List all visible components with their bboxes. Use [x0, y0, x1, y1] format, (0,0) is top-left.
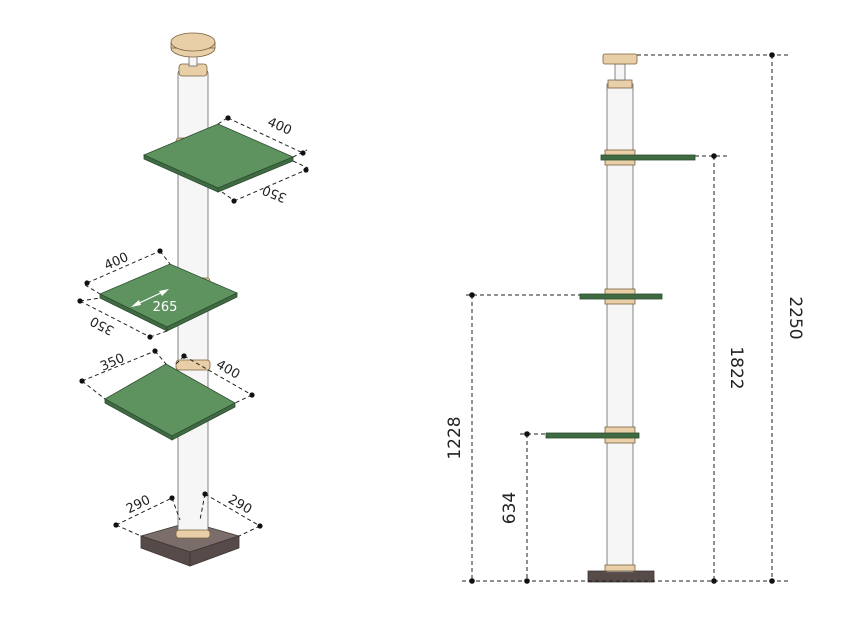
top-shelf-height-label: 1822 [726, 346, 746, 389]
iso-diagonal-arrow [131, 289, 169, 307]
iso-middle-shelf-top [99, 263, 238, 328]
elevation-view: 2250 1822 1228 634 [445, 52, 805, 584]
iso-middle-shelf-edge [166, 292, 238, 332]
elev-ring [604, 564, 636, 572]
dim-middle-shelf-height [466, 292, 580, 584]
dim-lower-shelf-width [175, 353, 255, 404]
base-left-label: 290 [124, 493, 153, 517]
iso-post-ring [175, 359, 211, 371]
iso-post-ring [175, 529, 211, 539]
elev-middle-shelf [579, 293, 663, 300]
iso-top-shelf [142, 123, 295, 193]
diagonal-arrow-head [131, 300, 141, 307]
dim-lower-shelf-height [520, 431, 546, 584]
dim-top-shelf-height [695, 153, 730, 584]
middle-shelf-diagonal-label: 265 [153, 300, 178, 315]
elev-lower-shelf [545, 432, 640, 439]
dim-lower-shelf-depth [79, 348, 167, 400]
iso-lower-shelf-top [104, 363, 236, 437]
total-height-label: 2250 [785, 296, 805, 339]
lower-shelf-width-label: 400 [213, 357, 242, 382]
elev-top-ring [607, 79, 633, 89]
dim-top-shelf-depth [221, 160, 309, 204]
elev-spring [614, 63, 626, 81]
iso-middle-shelf [99, 263, 238, 332]
dim-base-right [199, 491, 263, 537]
dim-total-height [637, 52, 790, 584]
diagonal-arrow-head [159, 289, 169, 296]
elev-ceiling-pad [602, 53, 638, 65]
iso-base-side-right [189, 535, 240, 567]
iso-top-shelf-top [142, 123, 295, 189]
elev-base [587, 570, 655, 583]
middle-shelf-width-label: 400 [102, 250, 131, 274]
iso-lower-shelf-edge [171, 402, 236, 441]
iso-lower-shelf [104, 363, 236, 441]
middle-shelf-depth-label: 350 [88, 313, 117, 338]
top-shelf-width-label: 400 [265, 115, 294, 139]
middle-shelf-height-label: 1228 [445, 416, 465, 459]
isometric-view: 400 350 400 350 265 [77, 32, 309, 567]
dim-base-left [113, 495, 181, 537]
base-right-label: 290 [225, 492, 254, 517]
dim-middle-shelf-width [84, 248, 171, 295]
iso-spring [188, 55, 198, 67]
lower-shelf-height-label: 634 [500, 492, 520, 524]
top-shelf-depth-label: 350 [260, 182, 289, 205]
dim-middle-shelf-depth [77, 297, 168, 340]
iso-ceiling-pad-top [170, 32, 216, 52]
lower-shelf-depth-label: 350 [98, 351, 127, 375]
elev-top-shelf [600, 154, 696, 161]
dim-top-shelf-width [217, 115, 308, 158]
